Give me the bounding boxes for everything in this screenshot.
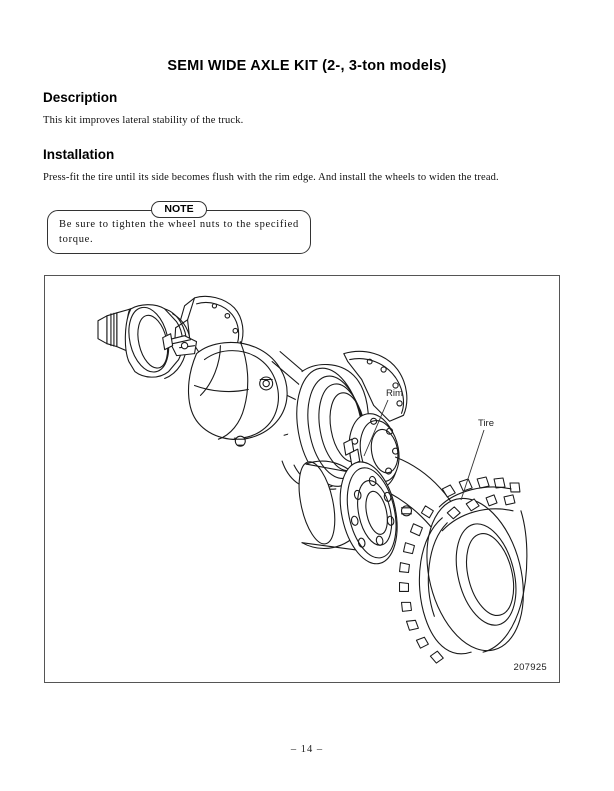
figure-frame: 207925 bbox=[44, 275, 560, 683]
valve-stem bbox=[400, 505, 413, 517]
note-tab-label: NOTE bbox=[151, 201, 207, 218]
differential-carrier bbox=[187, 341, 288, 447]
brake-linkage bbox=[162, 333, 198, 357]
section-heading-description: Description bbox=[43, 90, 118, 105]
callout-label-tire: Tire bbox=[478, 418, 495, 429]
rim-component bbox=[298, 460, 398, 565]
axle-assembly-illustration bbox=[97, 295, 528, 664]
callout-label-rim: Rim bbox=[386, 388, 403, 399]
section-heading-installation: Installation bbox=[43, 147, 115, 162]
page-number: – 14 – bbox=[290, 744, 324, 755]
page-title: SEMI WIDE AXLE KIT (2-, 3-ton models) bbox=[167, 58, 447, 74]
tire-component bbox=[398, 476, 528, 664]
figure-number: 207925 bbox=[513, 662, 547, 673]
paragraph-description: This kit improves lateral stability of t… bbox=[43, 115, 244, 126]
paragraph-installation: Press-fit the tire until its side become… bbox=[43, 172, 499, 183]
note-body-text: Be sure to tighten the wheel nuts to the… bbox=[59, 219, 299, 245]
note-box: NOTE Be sure to tighten the wheel nuts t… bbox=[47, 201, 311, 254]
